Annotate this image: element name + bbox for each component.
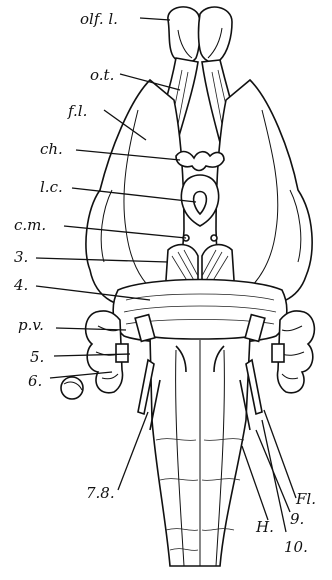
label-n6: 6.	[28, 372, 42, 390]
medulla-oblongata	[150, 336, 250, 566]
label-n4: 4.	[13, 276, 28, 294]
label-l-c: l.c.	[40, 178, 63, 196]
label-ch: ch.	[40, 140, 63, 158]
label-h: H.	[255, 518, 274, 536]
label-n5: 5.	[30, 348, 44, 366]
label-c-m: c.m.	[14, 216, 46, 234]
label-n78: 7.8.	[86, 484, 115, 502]
label-olf-l: olf. l.	[80, 10, 118, 28]
label-n3: 3.	[14, 248, 28, 266]
label-f-l: f.l.	[67, 102, 87, 120]
label-o-t: o.t.	[90, 66, 114, 84]
olfactory-lobes	[168, 7, 232, 63]
label-n9: 9.	[290, 510, 304, 528]
label-p-v: p.v.	[18, 316, 44, 334]
label-fl: Fl.	[295, 490, 316, 508]
label-n10: 10.	[284, 538, 308, 556]
optic-chiasma	[176, 152, 224, 171]
lobi-inferiores	[181, 175, 218, 241]
